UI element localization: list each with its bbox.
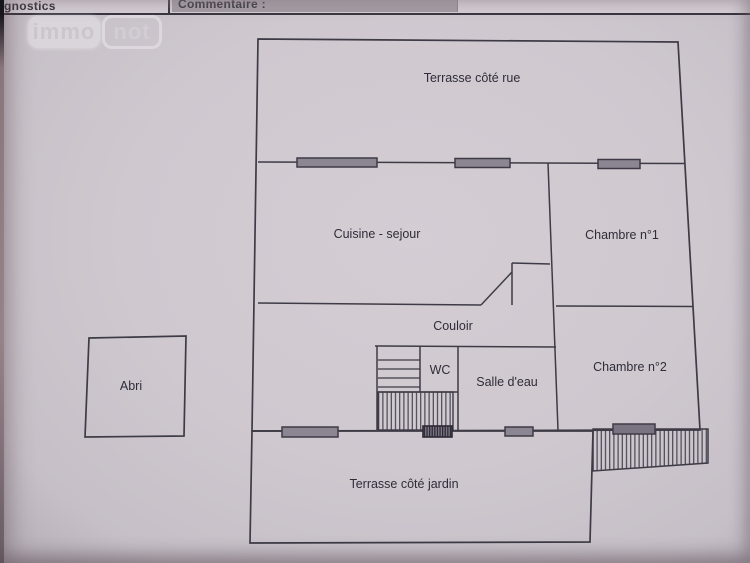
window-markers — [281, 157, 656, 438]
room-labels: Terrasse côté rue Cuisine - sejour Chamb… — [120, 71, 667, 491]
immonot-logo-not-box: not — [102, 15, 162, 49]
door-marker-dark — [422, 425, 453, 438]
window-garden-2 — [504, 426, 534, 437]
room-label-bathroom: Salle d'eau — [476, 375, 538, 389]
room-label-terrace-garden: Terrasse côté jardin — [349, 477, 458, 491]
room-label-bedroom1: Chambre n°1 — [585, 228, 659, 242]
room-label-kitchen-living: Cuisine - sejour — [334, 227, 421, 241]
wall-hallway — [257, 302, 482, 306]
window-street-2 — [454, 157, 511, 169]
immonot-logo-not-text: not — [113, 19, 151, 44]
wall-notch — [511, 262, 551, 265]
room-label-wc: WC — [430, 363, 451, 377]
steps-hatch-exterior — [592, 428, 709, 472]
garden-terrace-outline — [249, 430, 594, 544]
shed-outline — [84, 335, 187, 438]
stairs-treads — [378, 359, 420, 388]
interior-walls — [257, 161, 694, 431]
wall-kitchen-bedrooms — [547, 162, 559, 431]
room-label-terrace-street: Terrasse côté rue — [424, 71, 521, 85]
header-cell-comment: Commentaire : — [172, 0, 458, 12]
header-cell-diagnostics: gnostics — [0, 0, 170, 13]
wall-hallway-bottom — [374, 345, 557, 348]
header-cell-diagnostics-label: gnostics — [4, 0, 56, 13]
window-street-3 — [597, 158, 641, 170]
immonot-logo: immo not — [28, 15, 162, 49]
document-table-header-row: gnostics Commentaire : — [0, 0, 750, 15]
room-label-shed: Abri — [120, 379, 142, 393]
stairs-hatch-interior — [377, 391, 454, 431]
immonot-logo-immo-box: immo — [28, 16, 100, 48]
window-street-1 — [296, 157, 378, 168]
immonot-logo-immo-text: immo — [32, 19, 96, 44]
wall-bedroom1-bedroom2 — [555, 305, 694, 308]
header-cell-comment-label: Commentaire : — [178, 0, 266, 11]
door-swing-leaf — [480, 271, 513, 306]
window-garden-3 — [612, 423, 656, 435]
room-label-hallway: Couloir — [433, 319, 473, 333]
window-garden-1 — [281, 426, 339, 438]
room-label-bedroom2: Chambre n°2 — [593, 360, 667, 374]
